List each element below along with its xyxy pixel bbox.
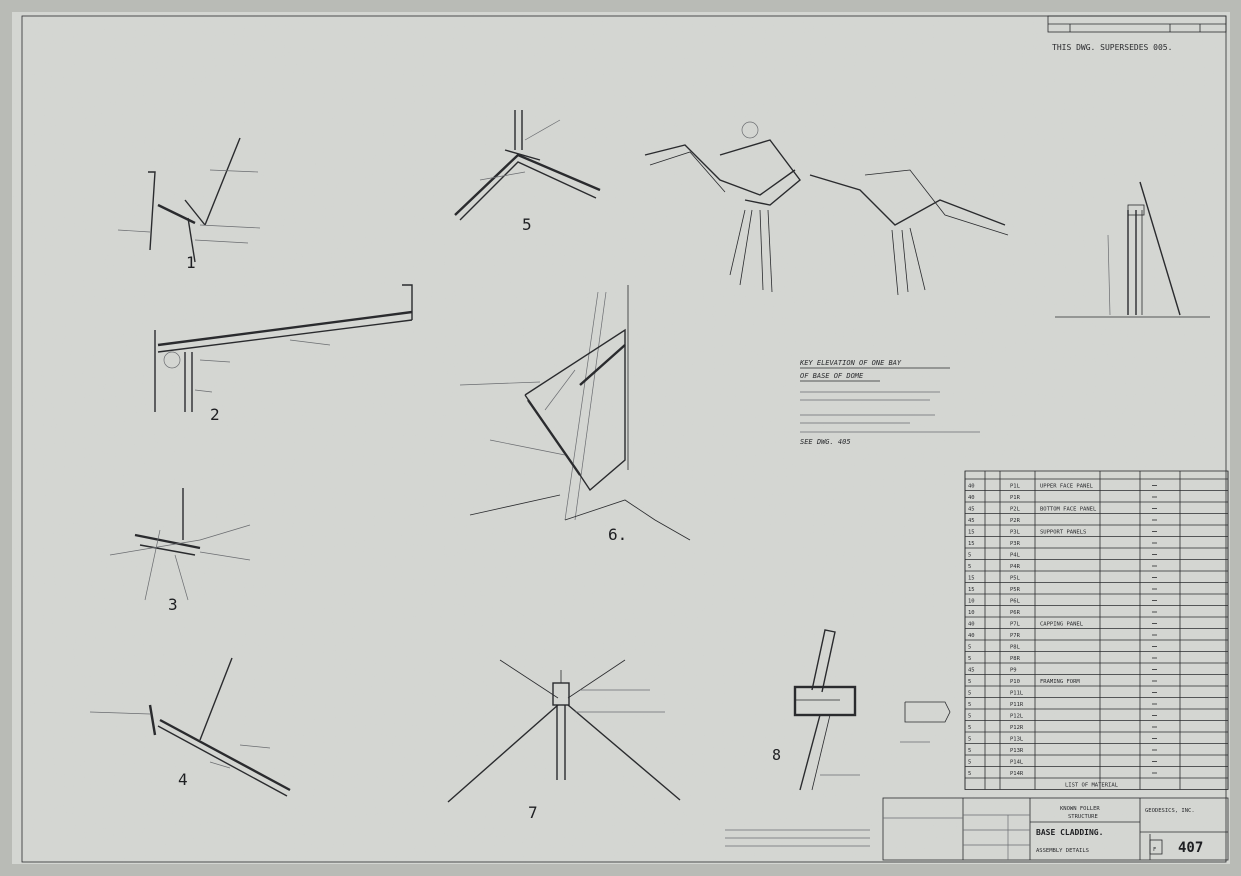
material-qty: 45 bbox=[968, 518, 975, 524]
material-mark: P12R bbox=[1010, 725, 1024, 731]
material-qty: 5 bbox=[968, 725, 971, 731]
material-qty: 40 bbox=[968, 484, 975, 490]
sheet-letter: F bbox=[1153, 847, 1156, 853]
material-mark: P8R bbox=[1010, 656, 1021, 662]
detail-3: 3 bbox=[109, 488, 251, 614]
material-qty: 5 bbox=[968, 737, 971, 743]
revision-block: THIS DWG. SUPERSEDES 005. bbox=[1047, 15, 1227, 52]
paper-grain bbox=[12, 12, 1230, 864]
material-mark: P1L bbox=[1010, 484, 1021, 490]
title-subtitle: STRUCTURE bbox=[1068, 814, 1098, 820]
material-qty: 5 bbox=[968, 771, 971, 777]
material-qty: 15 bbox=[968, 587, 975, 593]
revision-note: THIS DWG. SUPERSEDES 005. bbox=[1052, 43, 1172, 52]
company-name: GEODESICS, INC. bbox=[1145, 808, 1195, 814]
key-elevation-subtitle: OF BASE OF DOME bbox=[800, 372, 864, 380]
drawing-number: 407 bbox=[1178, 840, 1203, 856]
title-block: KNOWN FOLLER STRUCTURE BASE CLADDING. AS… bbox=[725, 797, 1229, 861]
detail-8: 8 bbox=[772, 629, 860, 791]
material-qty: 10 bbox=[968, 599, 975, 605]
material-qty: 5 bbox=[968, 714, 971, 720]
see-drawing-note: SEE DWG. 405 bbox=[800, 438, 851, 446]
detail-5: 5 bbox=[454, 110, 601, 234]
detail-5-number: 5 bbox=[522, 215, 532, 234]
material-qty: 5 bbox=[968, 702, 971, 708]
material-qty: 5 bbox=[968, 760, 971, 766]
detail-4-number: 4 bbox=[178, 770, 188, 789]
material-qty: 5 bbox=[968, 553, 971, 559]
material-description: SUPPORT PANELS bbox=[1040, 530, 1086, 536]
material-qty: 5 bbox=[968, 691, 971, 697]
side-elevation bbox=[1055, 181, 1210, 318]
material-qty: 5 bbox=[968, 645, 971, 651]
material-qty: 40 bbox=[968, 495, 975, 501]
detail-4: 4 bbox=[89, 657, 291, 797]
material-qty: 5 bbox=[968, 656, 971, 662]
key-elevation-notes: KEY ELEVATION OF ONE BAY OF BASE OF DOME… bbox=[799, 359, 980, 446]
key-elevation bbox=[644, 121, 1009, 296]
material-mark: P12L bbox=[1010, 714, 1024, 720]
material-mark: P13R bbox=[1010, 748, 1024, 754]
material-mark: P4R bbox=[1010, 564, 1021, 570]
detail-7: 7 bbox=[447, 659, 681, 822]
material-mark: P2R bbox=[1010, 518, 1021, 524]
material-mark: P11R bbox=[1010, 702, 1024, 708]
detail-8-number: 8 bbox=[772, 746, 781, 764]
material-description: CAPPING PANEL bbox=[1040, 622, 1084, 628]
section-symbol bbox=[900, 701, 951, 743]
material-mark: P6R bbox=[1010, 610, 1021, 616]
detail-7-number: 7 bbox=[528, 803, 538, 822]
material-mark: P9 bbox=[1010, 668, 1017, 674]
detail-1: 1 bbox=[117, 137, 261, 272]
material-mark: P2L bbox=[1010, 507, 1021, 513]
material-qty: 5 bbox=[968, 748, 971, 754]
drawing-subtitle: ASSEMBLY DETAILS bbox=[1036, 848, 1089, 854]
material-mark: P1R bbox=[1010, 495, 1021, 501]
material-mark: P10 bbox=[1010, 679, 1020, 685]
material-qty: 15 bbox=[968, 576, 975, 582]
material-description: FRAMING FORM bbox=[1040, 679, 1080, 685]
detail-2-number: 2 bbox=[210, 405, 220, 424]
material-mark: P5R bbox=[1010, 587, 1021, 593]
material-mark: P4L bbox=[1010, 553, 1021, 559]
detail-6-number: 6. bbox=[608, 525, 627, 544]
material-qty: 15 bbox=[968, 530, 975, 536]
material-mark: P3L bbox=[1010, 530, 1021, 536]
material-mark: P8L bbox=[1010, 645, 1021, 651]
material-list-footer: LIST OF MATERIAL bbox=[1065, 783, 1119, 789]
material-mark: P11L bbox=[1010, 691, 1024, 697]
material-mark: P3R bbox=[1010, 541, 1021, 547]
sheet-border bbox=[21, 15, 1227, 863]
title-client: KNOWN FOLLER bbox=[1060, 806, 1100, 812]
detail-2: 2 bbox=[154, 284, 413, 424]
detail-6: 6. bbox=[459, 285, 691, 544]
material-qty: 15 bbox=[968, 541, 975, 547]
material-mark: P13L bbox=[1010, 737, 1024, 743]
material-qty: 5 bbox=[968, 564, 971, 570]
material-qty: 5 bbox=[968, 679, 971, 685]
material-mark: P5L bbox=[1010, 576, 1021, 582]
material-description: BOTTOM FACE PANEL bbox=[1040, 507, 1097, 513]
key-elevation-title: KEY ELEVATION OF ONE BAY bbox=[799, 359, 902, 367]
material-qty: 45 bbox=[968, 507, 975, 513]
material-mark: P6L bbox=[1010, 599, 1021, 605]
drawing-title: BASE CLADDING. bbox=[1036, 828, 1103, 837]
material-qty: 40 bbox=[968, 622, 975, 628]
material-mark: P7L bbox=[1010, 622, 1021, 628]
material-qty: 45 bbox=[968, 668, 975, 674]
material-mark: P14R bbox=[1010, 771, 1024, 777]
detail-3-number: 3 bbox=[168, 595, 178, 614]
material-qty: 40 bbox=[968, 633, 975, 639]
material-description: UPPER FACE PANEL bbox=[1040, 484, 1094, 490]
material-mark: P7R bbox=[1010, 633, 1021, 639]
material-qty: 10 bbox=[968, 610, 975, 616]
detail-1-number: 1 bbox=[186, 253, 196, 272]
material-mark: P14L bbox=[1010, 760, 1024, 766]
